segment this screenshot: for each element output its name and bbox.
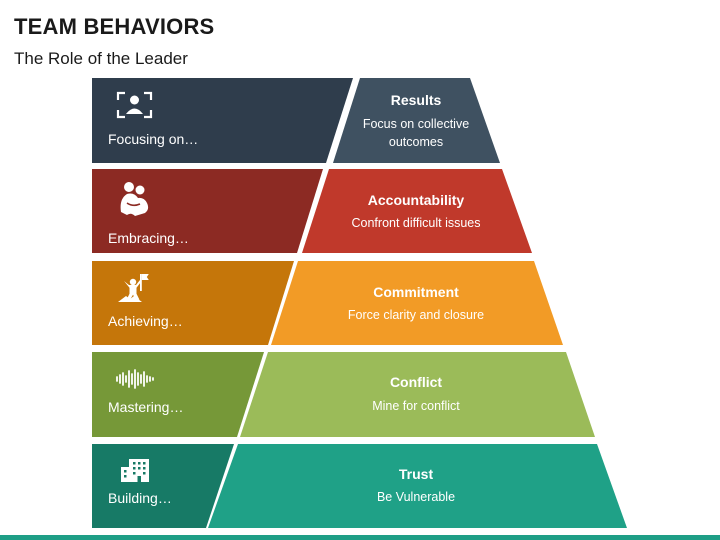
user-focus-icon — [116, 91, 153, 119]
level-description-trust: Be Vulnerable — [376, 490, 456, 504]
pyramid-level-conflict — [240, 352, 595, 437]
left-tile-accountability — [92, 169, 323, 253]
page-subtitle: The Role of the Leader — [14, 49, 188, 68]
left-label-results: Focusing on… — [108, 131, 199, 147]
flag-summit-icon — [118, 274, 149, 302]
level-heading-accountability: Accountability — [367, 192, 465, 208]
left-label-trust: Building… — [108, 490, 172, 506]
level-description-commitment: Force clarity and closure — [347, 308, 485, 322]
pyramid-level-results — [333, 78, 500, 163]
left-tile-results — [92, 78, 353, 163]
pyramid-level-accountability — [302, 169, 532, 253]
level-heading-commitment: Commitment — [373, 284, 459, 300]
left-tile-conflict — [92, 352, 264, 437]
level-description-conflict: Mine for conflict — [372, 399, 460, 413]
left-tile-trust — [92, 444, 234, 528]
pyramid-level-commitment — [271, 261, 563, 345]
left-label-conflict: Mastering… — [108, 399, 184, 415]
left-tile-commitment — [92, 261, 294, 345]
bottom-accent-bar — [0, 535, 720, 540]
level-heading-conflict: Conflict — [389, 374, 443, 390]
level-description-results: Focus on collective outcomes — [362, 117, 470, 149]
left-label-accountability: Embracing… — [108, 230, 189, 246]
level-description-accountability: Confront difficult issues — [351, 216, 481, 230]
level-heading-trust: Trust — [398, 466, 434, 482]
pyramid-level-trust — [208, 444, 627, 528]
left-label-commitment: Achieving… — [108, 313, 183, 329]
building-windows — [124, 462, 146, 482]
level-heading-results: Results — [390, 92, 442, 108]
hug-arms — [126, 202, 141, 207]
sound-wave-icon — [116, 369, 154, 389]
page-title: TEAM BEHAVIORS — [14, 14, 215, 39]
